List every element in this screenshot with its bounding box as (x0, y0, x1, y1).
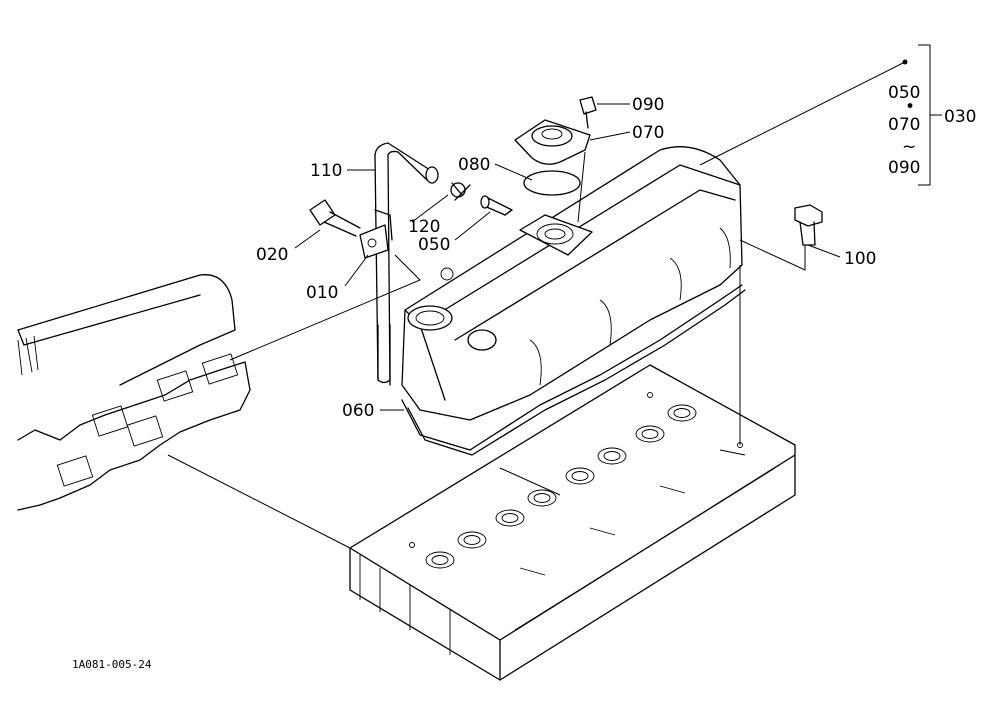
rocker-cover (401, 146, 743, 421)
label-dot: • (905, 97, 915, 117)
breather-cover (514, 119, 591, 165)
label-030: 030 (944, 107, 976, 127)
label-120: 120 (408, 217, 440, 237)
breather-pipe (374, 142, 439, 386)
breather-bolt (579, 96, 597, 129)
label-080: 080 (458, 155, 490, 175)
rocker-cover-gasket (401, 284, 746, 456)
pipe-bracket (359, 209, 393, 259)
label-110: 110 (310, 161, 342, 181)
o-ring (523, 170, 581, 196)
label-050: 050 (418, 235, 450, 255)
part-labels: 090 070 080 110 120 050 020 010 060 100 … (72, 83, 976, 671)
hose-clamp (450, 182, 471, 201)
label-020: 020 (256, 245, 288, 265)
label-060: 060 (342, 401, 374, 421)
bracket-bolt (309, 199, 361, 237)
label-010: 010 (306, 283, 338, 303)
exhaust-manifold (17, 274, 251, 511)
label-090-set: 090 (888, 158, 920, 178)
label-090: 090 (632, 95, 664, 115)
label-100: 100 (844, 249, 876, 269)
figure-code: 1A081-005-24 (72, 658, 152, 671)
leader-lines (167, 44, 942, 549)
label-070: 070 (632, 123, 664, 143)
cylinder-head (349, 364, 796, 681)
breather-hose (480, 195, 513, 216)
label-tilde: ~ (902, 137, 916, 157)
label-050-set: 050 (888, 83, 920, 103)
cover-nut (794, 204, 823, 246)
label-070-set: 070 (888, 115, 920, 135)
